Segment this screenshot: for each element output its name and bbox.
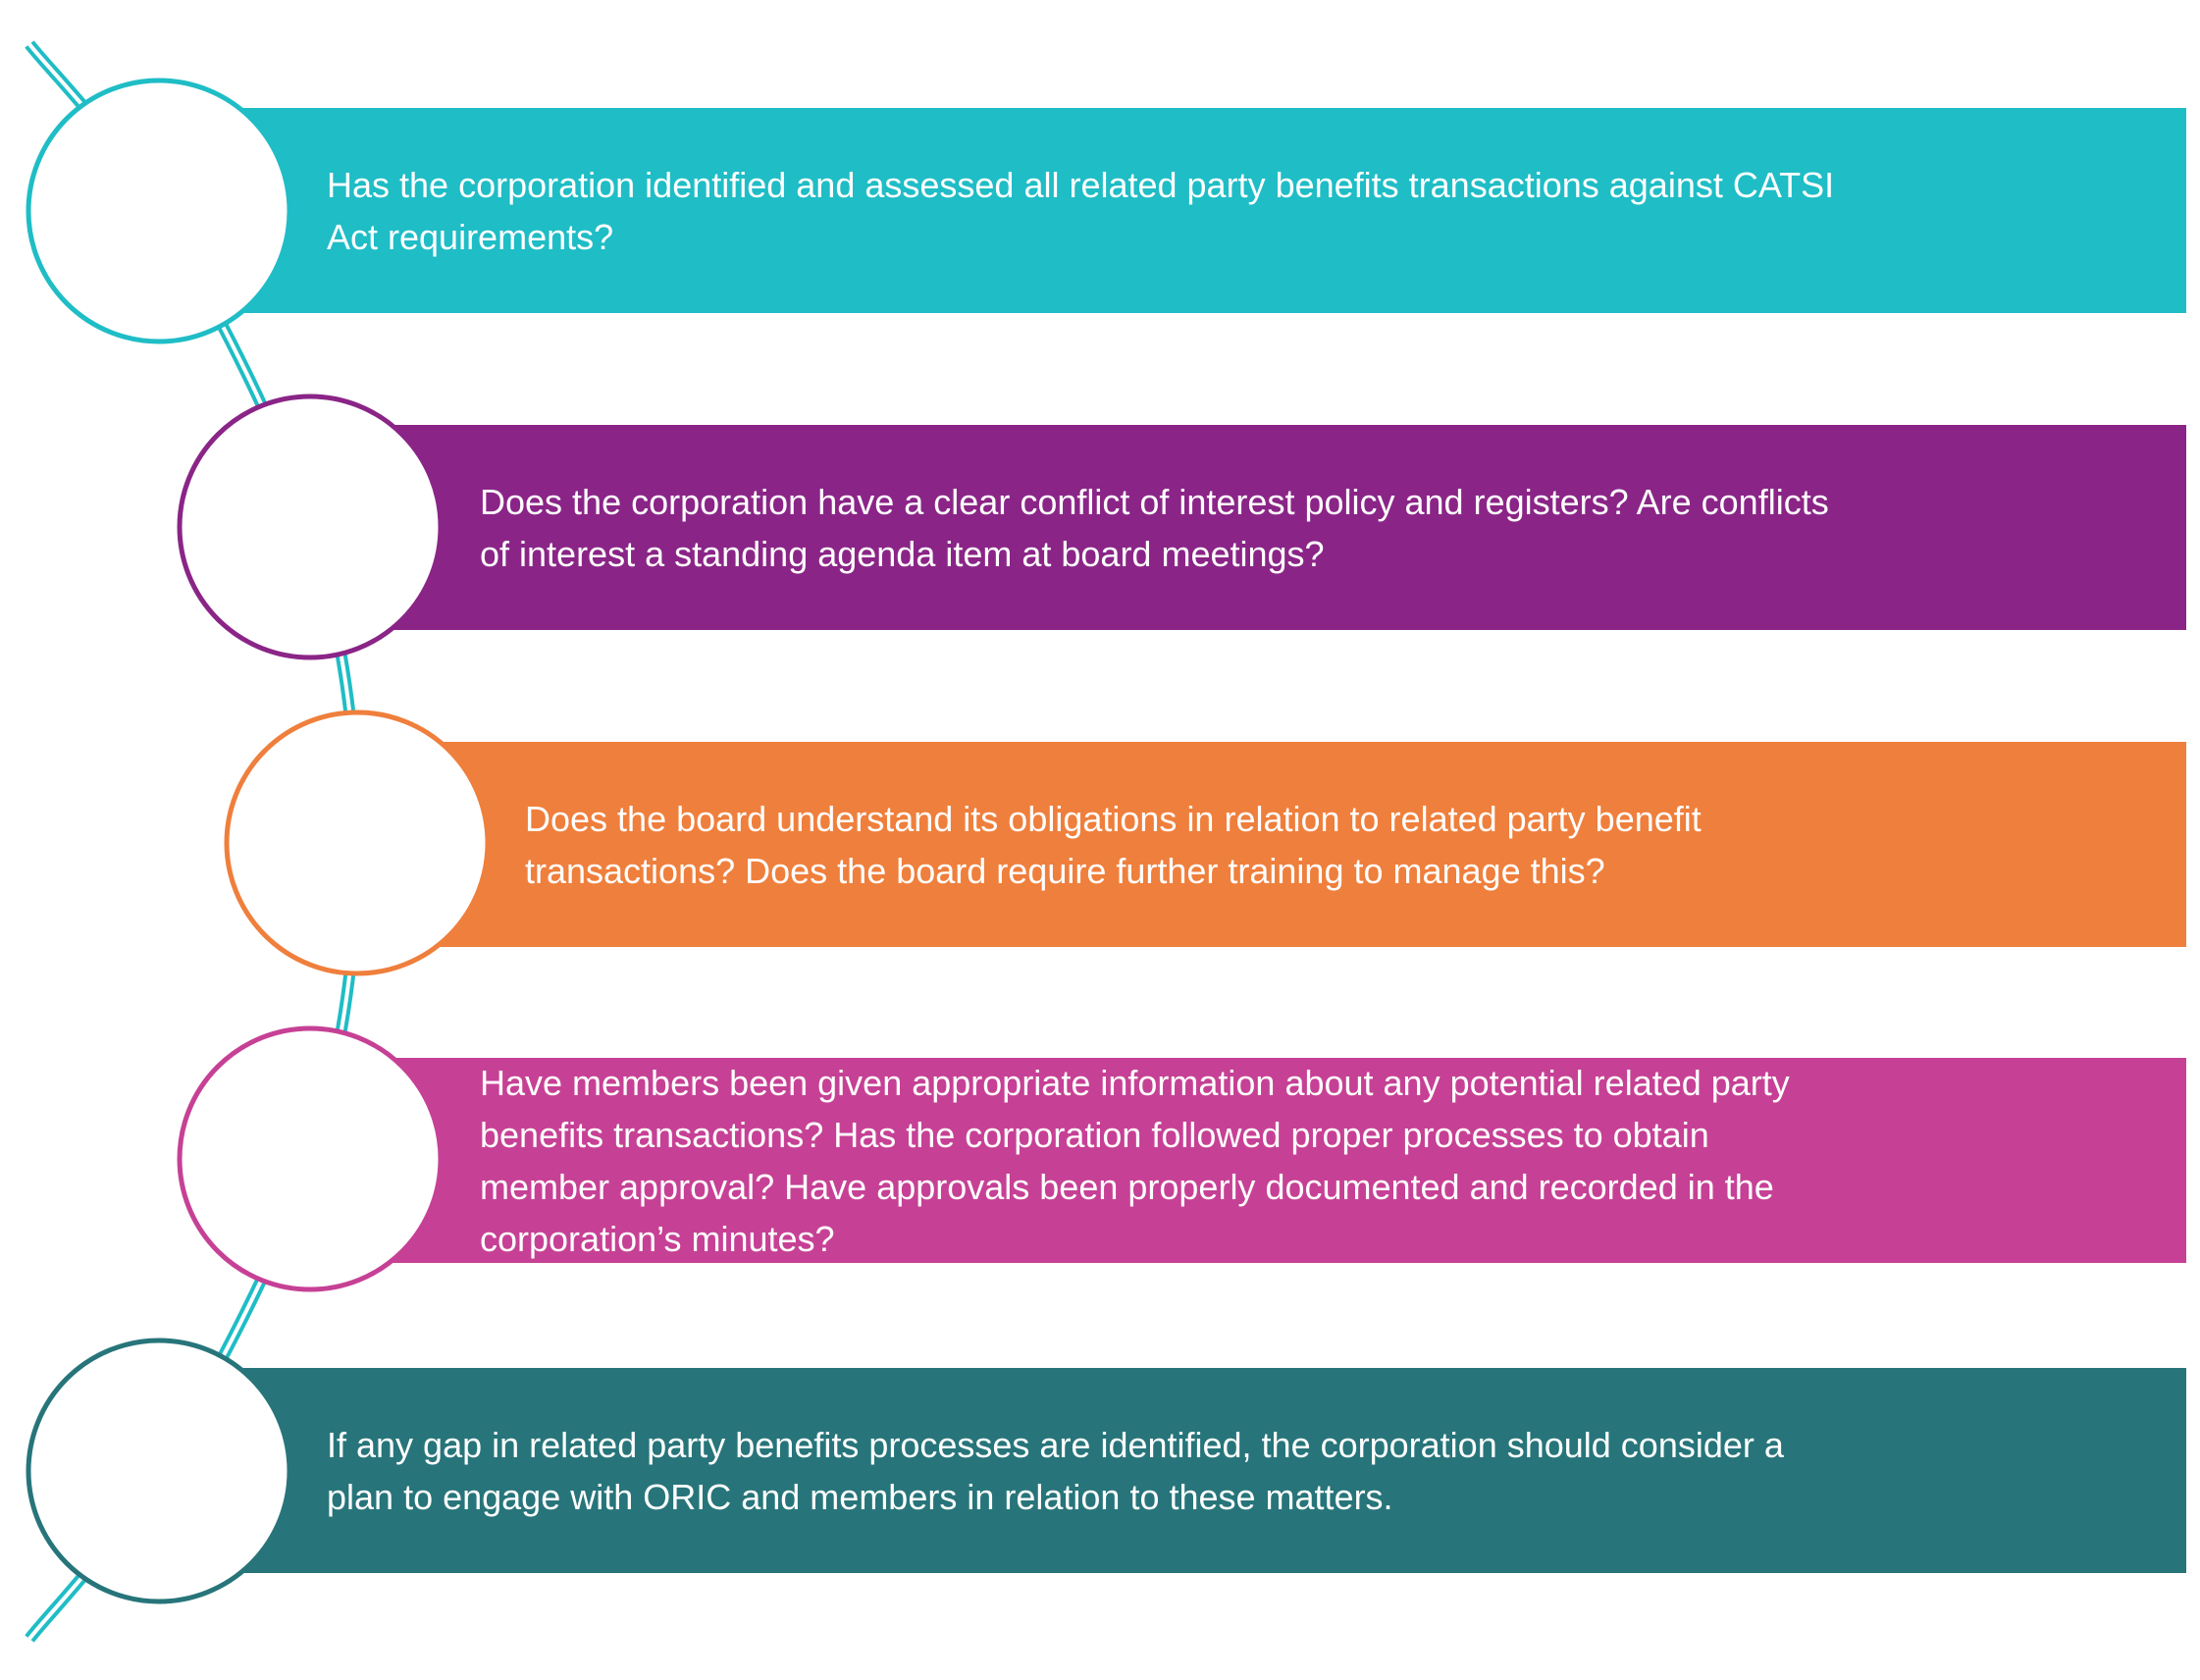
step-text: Have members been given appropriate info… — [480, 1057, 1790, 1265]
step-text: If any gap in related party benefits pro… — [327, 1419, 1784, 1523]
step-text: Does the corporation have a clear confli… — [480, 476, 1829, 580]
step-text-line: If any gap in related party benefits pro… — [327, 1424, 1784, 1465]
step-text-line: member approval? Have approvals been pro… — [480, 1166, 1774, 1207]
step-text-line: transactions? Does the board require fur… — [525, 850, 1605, 891]
step-text: Does the board understand its obligation… — [525, 793, 1702, 897]
step-bar — [310, 425, 2186, 630]
step-circle — [26, 78, 292, 344]
step-text-line: corporation’s minutes? — [480, 1218, 835, 1259]
step-text-line: Does the corporation have a clear confli… — [480, 481, 1829, 522]
step-text-line: Has the corporation identified and asses… — [327, 164, 1835, 205]
step-text-line: of interest a standing agenda item at bo… — [480, 533, 1325, 574]
step-circle — [177, 394, 444, 660]
step-circle — [26, 1338, 292, 1604]
step-bar — [159, 108, 2186, 313]
step-bar — [159, 1368, 2186, 1573]
step-bar — [310, 1058, 2186, 1263]
step-text-line: Does the board understand its obligation… — [525, 798, 1702, 839]
step-circle — [177, 1025, 444, 1292]
step-circle — [224, 709, 491, 976]
step-text-line: benefits transactions? Has the corporati… — [480, 1114, 1709, 1155]
step-text-line: Act requirements? — [327, 216, 614, 257]
step-bar — [357, 742, 2186, 947]
step-text-line: plan to engage with ORIC and members in … — [327, 1476, 1393, 1517]
step-text: Has the corporation identified and asses… — [327, 159, 1834, 263]
step-text-line: Have members been given appropriate info… — [480, 1062, 1790, 1103]
